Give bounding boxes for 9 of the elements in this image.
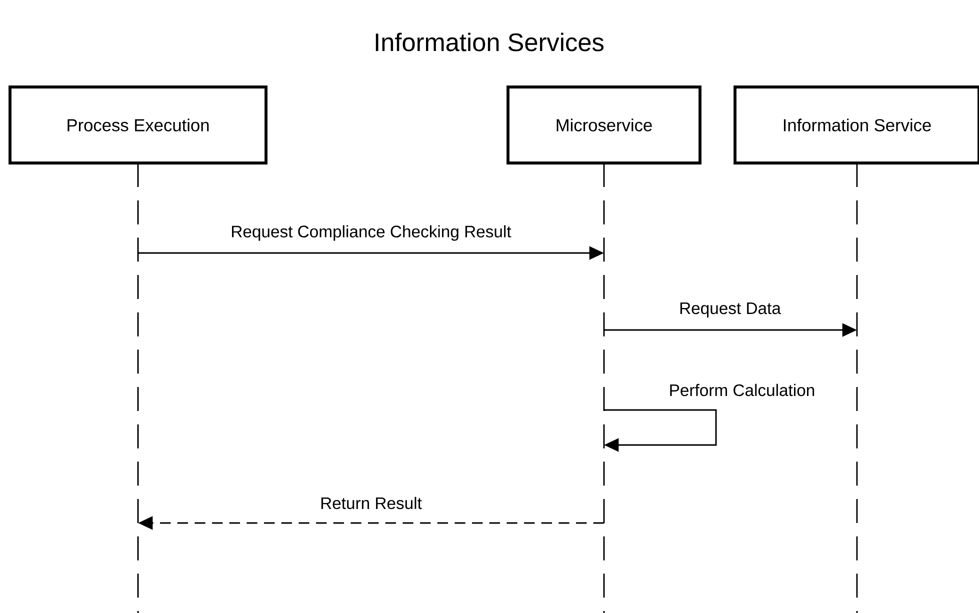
- edge-label: Perform Calculation: [668, 382, 816, 398]
- edge-label: Request Compliance Checking Result: [229, 224, 513, 242]
- self-message-arrow: [604, 409, 717, 452]
- participant-box: Process Execution: [8, 86, 268, 164]
- participant-box: Information Service: [734, 86, 979, 164]
- participant-box: Microservice: [506, 86, 702, 164]
- edge-label: Return Result: [318, 496, 424, 510]
- title: Information Services: [376, 32, 604, 52]
- edge-label: Request Data: [678, 301, 782, 319]
